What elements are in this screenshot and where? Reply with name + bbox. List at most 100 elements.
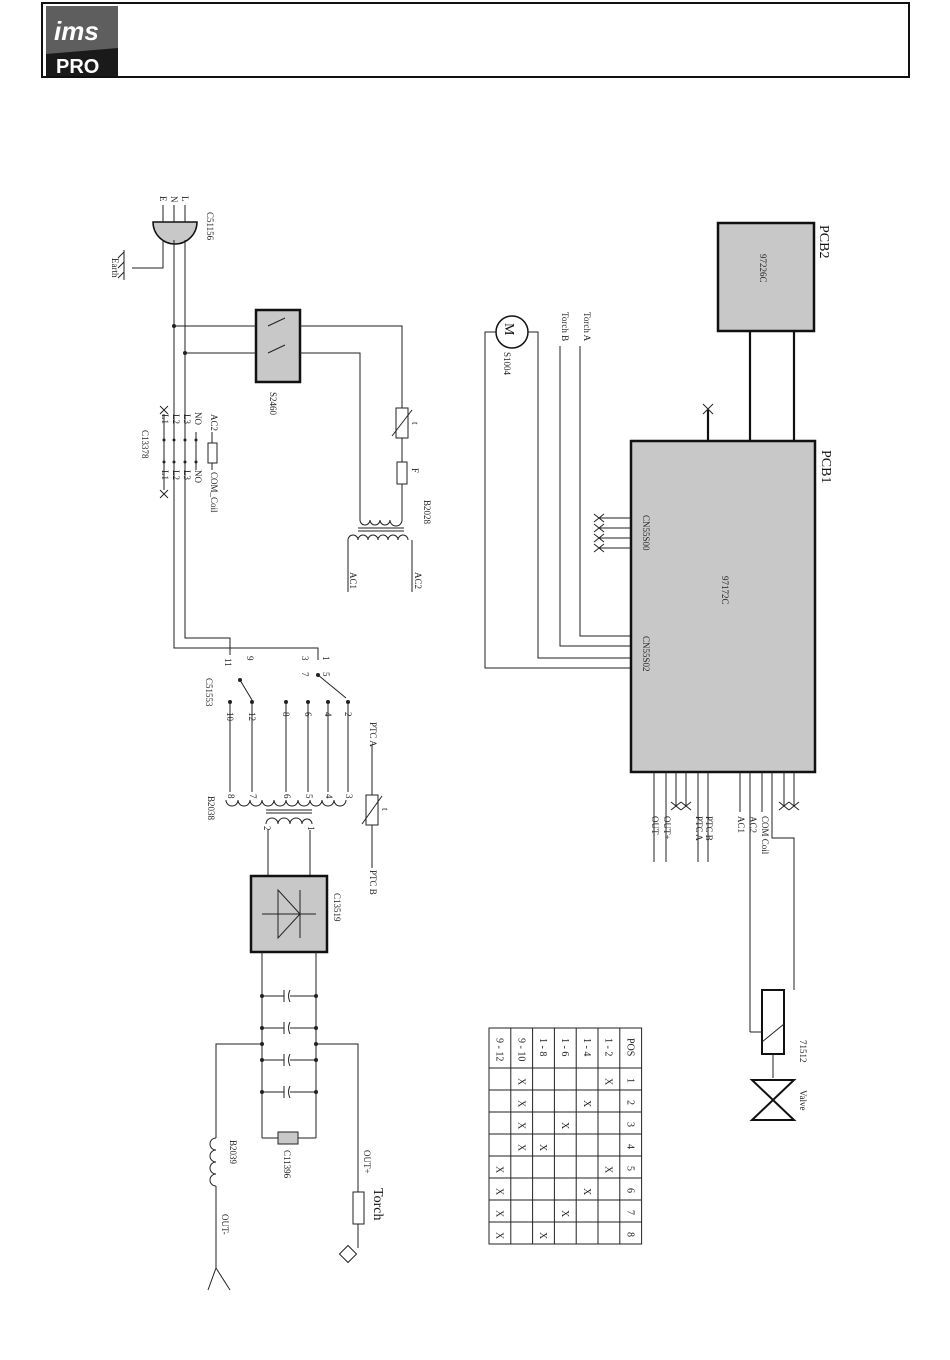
pcb1: 97172C PCB1 CN55S00 CN55S02 bbox=[593, 403, 833, 1032]
selector-top-9: 9 bbox=[245, 656, 255, 661]
pcb2-label: PCB2 bbox=[816, 225, 831, 258]
table-header-cell: 4 bbox=[624, 1144, 635, 1149]
thermal-label: t bbox=[410, 422, 420, 425]
output-circuit: B2039 OUT- OUT+ Torch bbox=[207, 1042, 385, 1291]
logo-bottom-text: PRO bbox=[56, 56, 99, 76]
rectifier-bridge: C13519 bbox=[249, 874, 342, 1138]
table-header-cell: 6 bbox=[624, 1188, 635, 1193]
pcb1-out-minus: OUT- bbox=[650, 816, 660, 837]
pcb1-ptc-b: PTC B bbox=[704, 816, 714, 841]
relay-bottom-no: NO bbox=[193, 470, 203, 483]
relay-top-l3: L3 bbox=[182, 414, 192, 424]
table-mark-x: X bbox=[581, 1188, 592, 1196]
out-minus-label: OUT- bbox=[220, 1214, 230, 1235]
transformer2-tap-7: 7 bbox=[248, 794, 258, 799]
relay-bottom-l2: L2 bbox=[171, 470, 181, 480]
table-mark-x: X bbox=[537, 1232, 548, 1240]
pcb2: 97226C PCB2 bbox=[716, 221, 831, 441]
ptc-b-label: PTC B bbox=[368, 870, 378, 895]
torch-label: Torch bbox=[370, 1188, 385, 1220]
table-row-label: 9 - 10 bbox=[515, 1038, 526, 1061]
transformer2-tap-4: 4 bbox=[324, 794, 334, 799]
selector-top-11: 11 bbox=[223, 658, 233, 667]
logo-top-text: ims bbox=[54, 16, 99, 46]
conn-b-label: CN55S02 bbox=[641, 636, 651, 672]
table-mark-x: X bbox=[515, 1100, 526, 1108]
fuse-label: F bbox=[410, 468, 420, 473]
table-row-label: 1 - 6 bbox=[559, 1038, 570, 1056]
pcb1-ac2: AC2 bbox=[748, 816, 758, 833]
torch-b-label: Torch B bbox=[560, 312, 570, 341]
table-mark-x: X bbox=[559, 1122, 570, 1130]
ptc-t-label: t bbox=[380, 808, 390, 811]
transformer2-tap-8: 8 bbox=[226, 794, 236, 799]
ims-pro-logo: ims PRO bbox=[46, 6, 118, 76]
pcb1-com-coil: COM Coil bbox=[760, 816, 770, 855]
plug-pin-e: E bbox=[158, 196, 168, 202]
resistor-label: C11396 bbox=[282, 1150, 292, 1179]
table-row-label: 1 - 8 bbox=[537, 1038, 548, 1056]
table-mark-x: X bbox=[494, 1232, 505, 1240]
ptc-a-label: PTC A bbox=[368, 722, 378, 747]
table-mark-x: X bbox=[603, 1166, 614, 1174]
plug-pin-n: N bbox=[169, 196, 179, 203]
solenoid-valve: 71512 Valve bbox=[749, 989, 808, 1121]
relay-bottom-com-coil: COM_Coil bbox=[209, 472, 219, 513]
earth-label: Earth bbox=[110, 258, 120, 278]
table-mark-x: X bbox=[494, 1210, 505, 1218]
conn-a-label: CN55S00 bbox=[641, 515, 651, 551]
torch-a-label: Torch A bbox=[582, 312, 592, 342]
table-mark-x: X bbox=[515, 1078, 526, 1086]
relay-bottom-l1: L1 bbox=[160, 470, 170, 480]
ptc-sensor: t PTC A PTC B bbox=[361, 722, 390, 895]
selector-top-5: 5 bbox=[321, 672, 331, 677]
relay-top-l2: L2 bbox=[171, 414, 181, 424]
table-header-cell: 7 bbox=[624, 1210, 635, 1215]
transformer2-tap-6: 6 bbox=[282, 794, 292, 799]
main-switch: S2460 bbox=[174, 308, 403, 510]
selector-top-3: 3 bbox=[300, 656, 310, 661]
table-header-cell: POS bbox=[624, 1038, 635, 1056]
inductor-label: B2039 bbox=[228, 1140, 238, 1165]
motor-symbol: M bbox=[501, 323, 516, 336]
table-mark-x: X bbox=[494, 1188, 505, 1196]
table-row-label: 1 - 2 bbox=[603, 1038, 614, 1056]
plug-label: C51156 bbox=[205, 212, 215, 241]
capacitor-bank: C11396 bbox=[260, 989, 318, 1179]
transformer1-label: B2028 bbox=[422, 500, 432, 525]
pcb1-code: 97172C bbox=[720, 576, 730, 605]
pcb1-label: PCB1 bbox=[818, 450, 833, 483]
motor-label: S1004 bbox=[502, 352, 512, 376]
pcb1-out-plus: OUT+ bbox=[662, 816, 672, 840]
plug-pin-l: L bbox=[180, 196, 190, 202]
table-header-cell: 5 bbox=[624, 1166, 635, 1171]
transformer1-out-ac1: AC1 bbox=[348, 572, 358, 589]
table-mark-x: X bbox=[603, 1078, 614, 1086]
page-header: ims PRO bbox=[41, 2, 910, 78]
relay-top-l1: L1 bbox=[160, 414, 170, 424]
selector-top-1: 1 bbox=[321, 656, 331, 661]
relay-label: C13378 bbox=[140, 430, 150, 459]
table-header-cell: 3 bbox=[624, 1122, 635, 1127]
pcb2-code: 97226C bbox=[758, 254, 768, 283]
table-mark-x: X bbox=[515, 1144, 526, 1152]
transformer-b2028: B2028 AC1 AC2 bbox=[347, 500, 432, 592]
pcb1-ptc-a: PTC A bbox=[694, 816, 704, 841]
relay-top-no: NO bbox=[193, 412, 203, 425]
table-row-label: 9 - 12 bbox=[494, 1038, 505, 1061]
transformer2-label: B2038 bbox=[206, 796, 216, 821]
switch-label: S2460 bbox=[268, 392, 278, 416]
transformer1-out-ac2: AC2 bbox=[413, 572, 423, 589]
torch-signal-wires: Torch A Torch B bbox=[559, 312, 630, 647]
relay-c13378: L1 L2 L3 NO AC2 L1 L2 L3 NO COM_Coil C13… bbox=[140, 405, 219, 513]
table-mark-x: X bbox=[581, 1100, 592, 1108]
table-mark-x: X bbox=[537, 1144, 548, 1152]
table-mark-x: X bbox=[494, 1166, 505, 1174]
earth-symbol: Earth bbox=[110, 240, 164, 280]
selector-top-7: 7 bbox=[300, 672, 310, 677]
transformer2-tap-3: 3 bbox=[344, 794, 354, 799]
table-mark-x: X bbox=[515, 1122, 526, 1130]
table-header-cell: 2 bbox=[624, 1100, 635, 1105]
